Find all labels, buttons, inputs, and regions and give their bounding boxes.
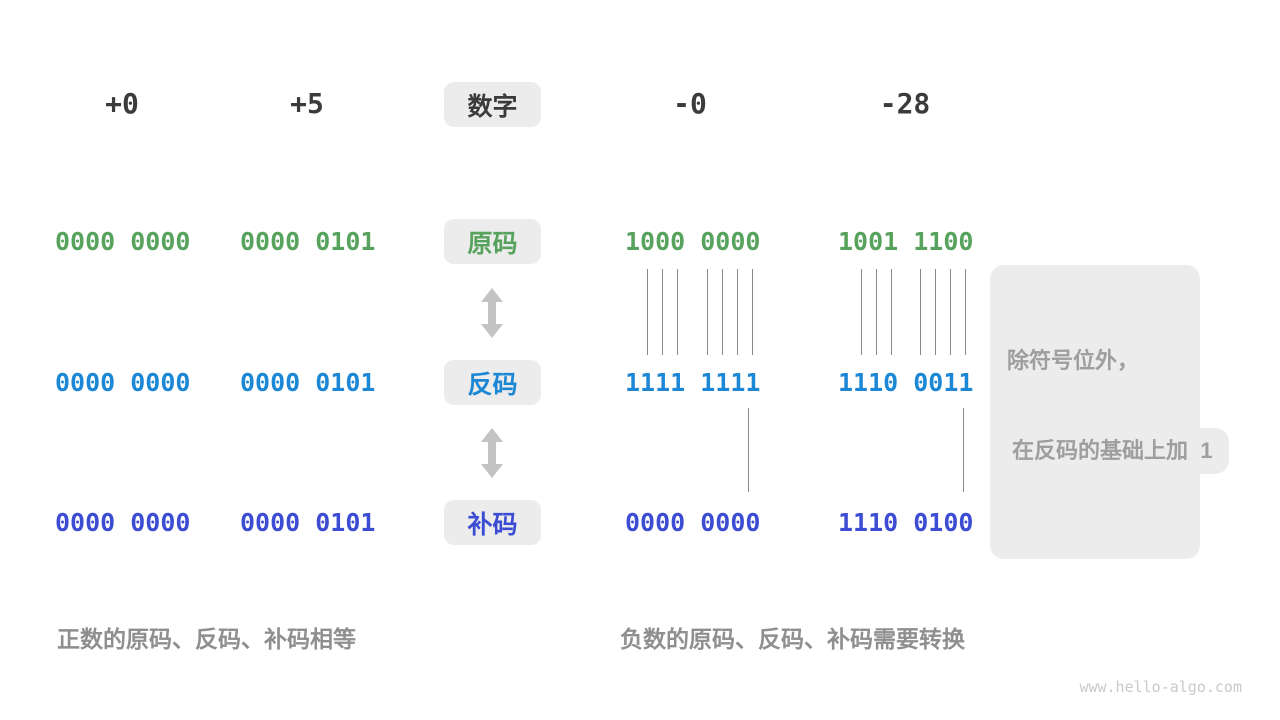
number-minus-28: -28 bbox=[879, 87, 931, 120]
bit-connector-line bbox=[876, 269, 877, 355]
number-minus-0: -0 bbox=[673, 87, 707, 120]
note-invert-bits-line1: 除符号位外， bbox=[1007, 348, 1140, 373]
ones-complement-plus0: 0000 0000 bbox=[55, 368, 191, 397]
twos-complement-plus0: 0000 0000 bbox=[55, 508, 191, 537]
caption-positive: 正数的原码、反码、补码相等 bbox=[57, 626, 356, 652]
note-invert-bits: 除符号位外， 对其余所有位取反 bbox=[990, 265, 1201, 559]
tag-number: 数字 bbox=[444, 82, 541, 127]
sign-magnitude-minus28: 1001 1100 bbox=[838, 227, 974, 256]
bit-connector-line bbox=[748, 408, 749, 492]
bit-connector-line bbox=[920, 269, 921, 355]
caption-negative: 负数的原码、反码、补码需要转换 bbox=[620, 626, 965, 652]
bit-connector-line bbox=[965, 269, 966, 355]
tag-ones-complement: 反码 bbox=[444, 360, 541, 405]
bit-connector-line bbox=[677, 269, 678, 355]
bit-connector-line bbox=[752, 269, 753, 355]
tag-sign-magnitude-label: 原码 bbox=[467, 229, 518, 258]
tag-ones-complement-label: 反码 bbox=[467, 370, 518, 399]
bit-connector-line bbox=[963, 408, 964, 492]
bit-connector-line bbox=[662, 269, 663, 355]
tag-sign-magnitude: 原码 bbox=[444, 219, 541, 264]
double-arrow-icon bbox=[481, 288, 503, 338]
twos-complement-minus0: 0000 0000 bbox=[625, 508, 761, 537]
bit-connector-line bbox=[722, 269, 723, 355]
number-plus-5: +5 bbox=[290, 87, 324, 120]
note-add-one: 在反码的基础上加 1 bbox=[995, 428, 1230, 474]
bit-connector-line bbox=[950, 269, 951, 355]
sign-magnitude-minus0: 1000 0000 bbox=[625, 227, 761, 256]
double-arrow-icon bbox=[481, 428, 503, 478]
number-plus-0: +0 bbox=[105, 87, 139, 120]
bit-connector-line bbox=[891, 269, 892, 355]
bit-connector-line bbox=[935, 269, 936, 355]
twos-complement-plus5: 0000 0101 bbox=[240, 508, 376, 537]
tag-number-label: 数字 bbox=[467, 92, 518, 121]
tag-twos-complement-label: 补码 bbox=[467, 510, 518, 539]
sign-magnitude-plus5: 0000 0101 bbox=[240, 227, 376, 256]
twos-complement-minus28: 1110 0100 bbox=[838, 508, 974, 537]
ones-complement-plus5: 0000 0101 bbox=[240, 368, 376, 397]
bit-connector-line bbox=[737, 269, 738, 355]
bit-connector-line bbox=[647, 269, 648, 355]
sign-magnitude-plus0: 0000 0000 bbox=[55, 227, 191, 256]
bit-connector-line bbox=[707, 269, 708, 355]
site-watermark: www.hello-algo.com bbox=[1079, 678, 1242, 696]
tag-twos-complement: 补码 bbox=[444, 500, 541, 545]
bit-connector-line bbox=[861, 269, 862, 355]
ones-complement-minus0: 1111 1111 bbox=[625, 368, 761, 397]
ones-complement-minus28: 1110 0011 bbox=[838, 368, 974, 397]
